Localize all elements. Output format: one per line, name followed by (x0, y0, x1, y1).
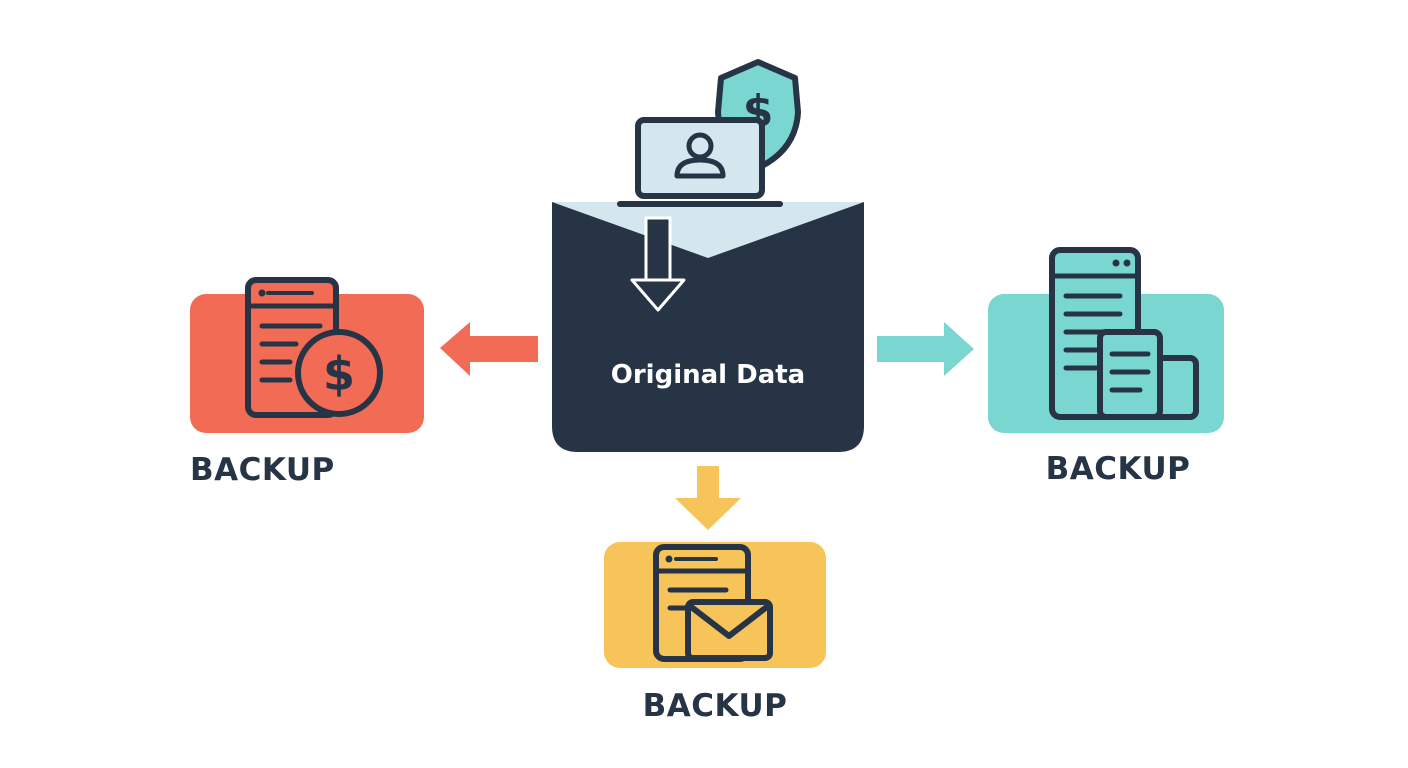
backup-left-panel: $ (190, 277, 424, 433)
backup-bottom-label: BACKUP (642, 688, 788, 724)
backup-left-label: BACKUP (190, 452, 335, 488)
backup-bottom-panel (604, 542, 826, 668)
original-data-box (552, 201, 864, 452)
laptop-user-icon (635, 117, 765, 199)
download-arrow-icon (630, 216, 686, 312)
arrow-to-bottom-backup (675, 466, 741, 530)
arrow-to-right-backup (877, 322, 974, 376)
tablet-icon (1097, 329, 1199, 420)
dollar-coin-icon: $ (295, 329, 383, 417)
svg-text:$: $ (323, 347, 355, 401)
backup-right-label: BACKUP (1045, 451, 1191, 487)
envelope-icon (685, 599, 773, 661)
arrow-to-left-backup (440, 322, 538, 376)
original-data-title: Original Data (610, 360, 806, 390)
backup-right-panel (988, 247, 1224, 433)
